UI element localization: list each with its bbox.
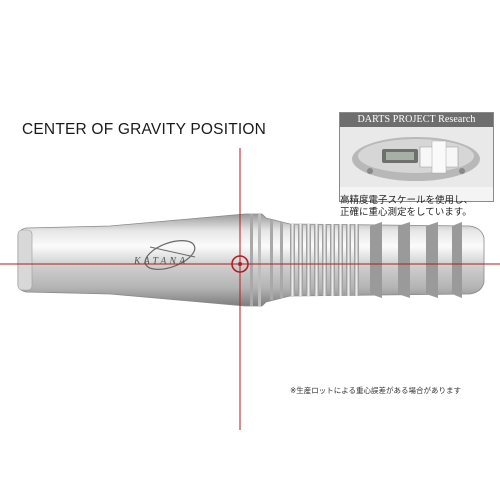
page-title: CENTER OF GRAVITY POSITION: [22, 121, 267, 138]
inset-header: DARTS PROJECT Research: [340, 113, 493, 127]
katana-logo-text: KATANA: [133, 256, 188, 267]
footnote: ※生産ロットによる重心誤差がある場合があります: [290, 386, 462, 395]
research-inset: DARTS PROJECT Research: [339, 112, 494, 202]
electronic-scale-photo: [340, 127, 493, 187]
barrel-tip-end: [17, 229, 33, 291]
inset-caption: 高精度電子スケールを使用し、 正確に重心測定をしています。: [340, 195, 473, 219]
grip-rings-wide: [370, 222, 462, 298]
center-of-gravity-crosshair: [0, 148, 500, 430]
inset-caption-line2: 正確に重心測定をしています。: [340, 207, 472, 218]
front-grip-grooves: [250, 214, 283, 306]
grip-rings-fine: [290, 224, 359, 296]
inset-caption-line1: 高精度電子スケールを使用し、: [340, 195, 474, 206]
